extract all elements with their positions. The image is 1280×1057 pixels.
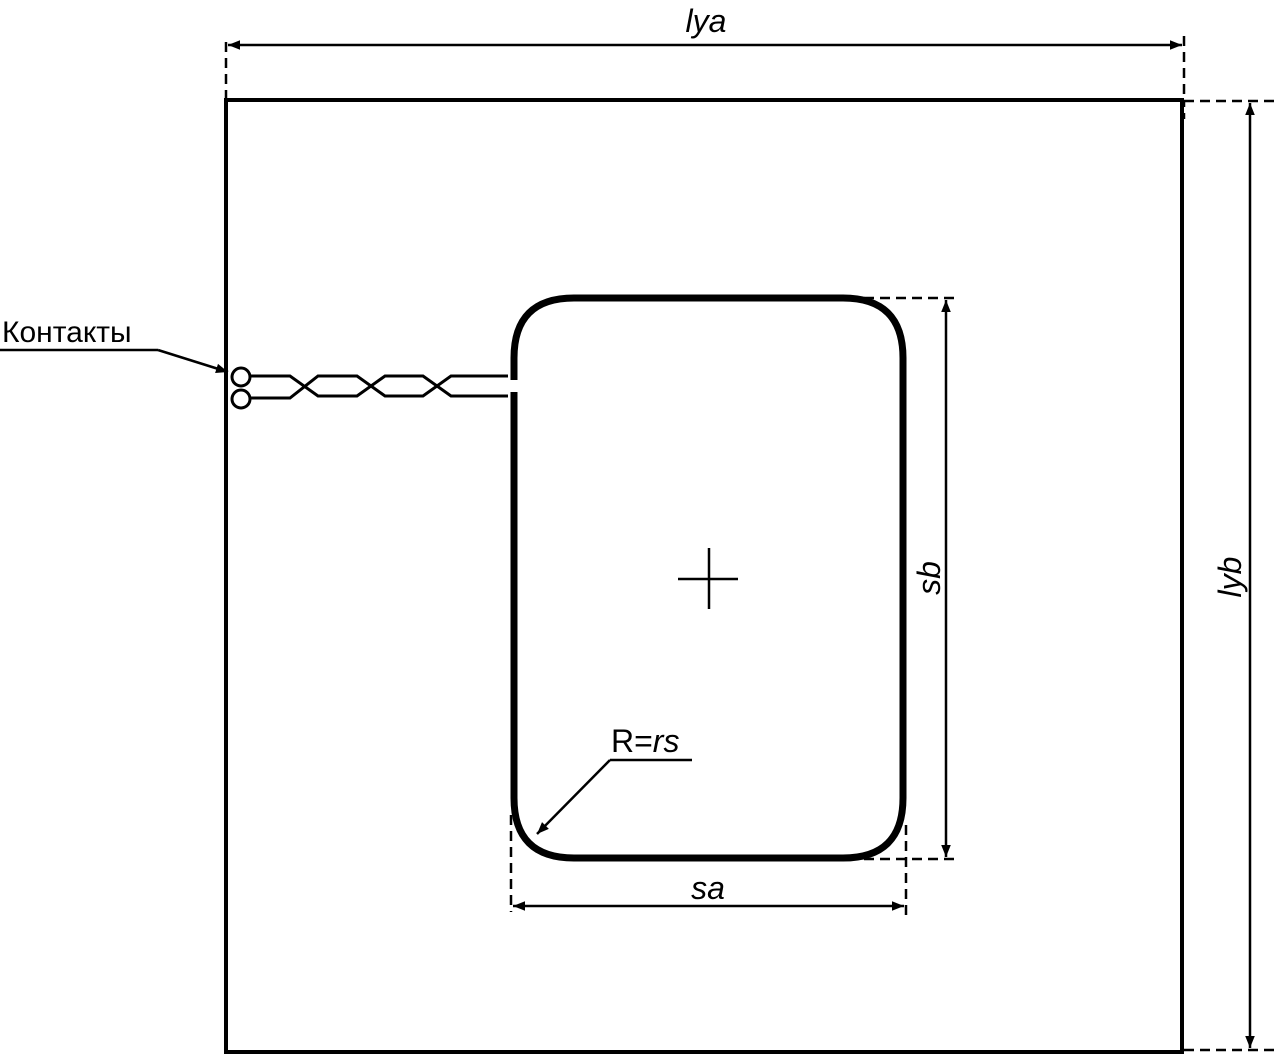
contacts-label: Контакты [2,316,132,349]
radius-variable: rs [653,723,680,759]
twisted-pair-leads [250,374,508,400]
contacts-leader-arrow [157,348,229,374]
radius-prefix: R= [611,723,653,759]
sb-dimension: sb [848,296,960,861]
contact-pad-bottom [230,388,252,410]
center-cross-mark [678,548,738,609]
sb-label: sb [911,561,947,595]
sa-label: sa [691,870,725,906]
inner-coil-outline [510,294,907,862]
radius-leader-arrow [536,759,611,835]
outer-card-outline [224,98,1184,1054]
lyb-label: lyb [1212,557,1248,598]
sa-dimension: sa [509,815,908,915]
contact-pad-top [230,366,252,388]
lya-label: lya [686,3,727,39]
lya-dimension: lya [224,3,1186,100]
radius-label: R=rs [611,723,679,759]
radius-callout: R=rs [536,723,692,835]
contact-pads [230,366,252,410]
contacts-callout: Контакты [0,316,229,374]
lyb-dimension: lyb [1182,99,1278,1052]
